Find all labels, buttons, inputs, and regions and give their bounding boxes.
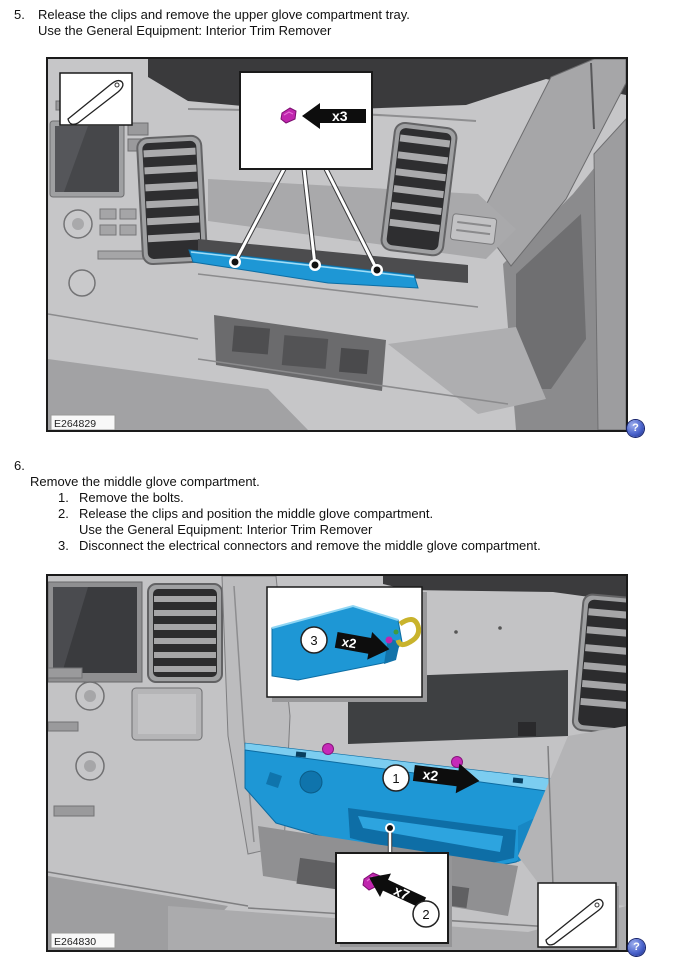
- fig1-leader-lines: [229, 167, 383, 276]
- fig1-x3-arrow: x3: [302, 103, 366, 129]
- step6-sub2-number: 2.: [58, 506, 69, 521]
- figure1-illustration: x3 E264829: [48, 59, 626, 430]
- fig2-step1-badge: 1: [392, 771, 399, 786]
- fig2-id-text: E264830: [54, 936, 96, 948]
- fig1-knob-lower: [68, 269, 96, 297]
- step6-sub2-note: Use the General Equipment: Interior Trim…: [79, 522, 373, 537]
- step6-title: Remove the middle glove compartment.: [30, 474, 260, 489]
- fig2-x2-arrow: [412, 763, 480, 794]
- fig2-step1-callout: 1 x2: [382, 763, 480, 794]
- fig1-door-inner: [516, 214, 586, 389]
- fig1-tray-slot: [198, 239, 468, 283]
- step6-sub3-text: Disconnect the electrical connectors and…: [79, 538, 541, 553]
- fig1-center-vent: [136, 134, 208, 266]
- fig2-passenger-vent: [571, 593, 626, 735]
- connector-seal-icon: [393, 629, 399, 635]
- fig2-x7-label: x7: [391, 882, 412, 903]
- fig1-antenna-line: [590, 62, 595, 130]
- fig2-screen-glare: [53, 587, 88, 673]
- fig2-knob-upper-center: [84, 690, 96, 702]
- fig2-center-vent: [147, 583, 223, 683]
- fig1-knee-bolster: [48, 359, 308, 430]
- fig2-latch: [518, 722, 536, 736]
- figure-e264829: x3 E264829: [46, 57, 628, 432]
- fig2-clip-callout-box: x7 2: [335, 852, 452, 947]
- connector-clip-icon: [385, 636, 393, 644]
- fig1-id-label: E264829: [50, 414, 116, 430]
- fig1-seam-lines: [48, 273, 509, 405]
- fig1-stack-buttons: [97, 208, 157, 260]
- fig2-connector-x2-arrow: [334, 632, 390, 660]
- fig2-connector-callout-box: 3 x2: [266, 586, 427, 702]
- fig2-right-lower-panel: [518, 726, 626, 906]
- bolt-icon: [322, 743, 334, 755]
- step5-instruction: Release the clips and remove the upper g…: [38, 7, 410, 22]
- fig2-step2-badge: 2: [422, 907, 429, 922]
- fig2-windshield: [383, 576, 626, 602]
- step6-sub2-text: Release the clips and position the middl…: [79, 506, 434, 521]
- step5-number: 5.: [14, 7, 25, 22]
- help-icon[interactable]: ?: [628, 939, 645, 956]
- step6-sub1-text: Remove the bolts.: [79, 490, 184, 505]
- fig1-id-text: E264829: [54, 418, 96, 430]
- fig2-id-label: E264830: [50, 932, 116, 949]
- fig1-a-pillar: [477, 59, 626, 267]
- fig1-screen-glare: [55, 126, 88, 192]
- fig2-x7-arrow: [369, 873, 427, 909]
- step6-number: 6.: [14, 458, 25, 473]
- fig1-passenger-vent: [380, 121, 498, 257]
- fig2-left-slots: [48, 667, 95, 817]
- fig1-opening-components: [231, 325, 369, 375]
- figure2-illustration: 1 x2 x7 2: [48, 576, 626, 950]
- fig2-pillar-seam: [233, 585, 255, 843]
- fig1-clip-callout-box: x3: [239, 71, 373, 170]
- fig2-step3-badge: 3: [310, 633, 317, 648]
- fig2-leader-line: [385, 823, 395, 854]
- trim-remover-tool-icon: [67, 79, 124, 125]
- help-icon[interactable]: ?: [627, 420, 644, 437]
- fig1-badge-plate: [449, 213, 498, 245]
- figure-e264830: 1 x2 x7 2: [46, 574, 628, 952]
- fig2-knob-lower-center: [84, 760, 96, 772]
- fig1-knob-left-center: [72, 218, 84, 230]
- trim-remover-tool-icon: [545, 898, 604, 946]
- fig2-pocket-face: [138, 694, 196, 734]
- connector-wire-icon: [395, 617, 422, 648]
- fig2-trim-tool-box: [537, 882, 619, 950]
- fig1-x3-label: x3: [332, 108, 348, 124]
- step5-equipment-note: Use the General Equipment: Interior Trim…: [38, 23, 332, 38]
- fig1-trim-tool-box: [59, 72, 133, 126]
- step6-sub3-number: 3.: [58, 538, 69, 553]
- fig2-connector-x2-label: x2: [341, 634, 358, 651]
- fig1-door-panel: [593, 118, 626, 430]
- fig2-x2-label: x2: [422, 766, 440, 784]
- clip-icon: [280, 107, 297, 124]
- fig1-lower-right-panel: [388, 327, 546, 414]
- step6-sub1-number: 1.: [58, 490, 69, 505]
